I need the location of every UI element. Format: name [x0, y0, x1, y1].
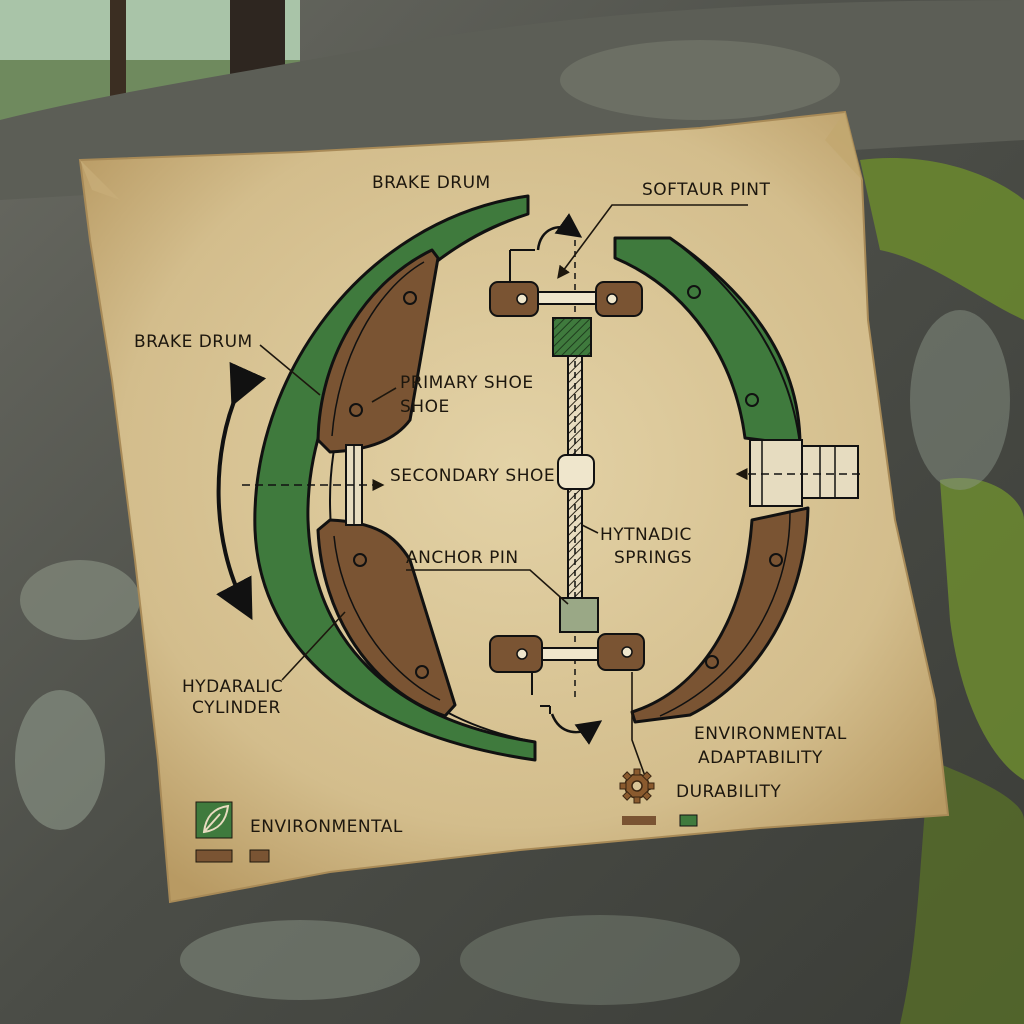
label-hytnadic-line1: HYTNADIC — [600, 525, 692, 545]
gear-icon — [619, 768, 655, 804]
label-durability: DURABILITY — [676, 782, 781, 802]
label-hydraulic-line1: HYDARALIC — [182, 677, 283, 697]
legend-environmental-label: ENVIRONMENTAL — [250, 817, 403, 837]
label-hydraulic-line2: CYLINDER — [192, 698, 281, 718]
label-secondary-shoe: SECONDARY SHOE — [390, 466, 555, 486]
label-softaur-pint: SOFTAUR PINT — [642, 180, 770, 200]
right-lower-shoe — [630, 506, 810, 724]
label-hytnadic-line2: SPRINGS — [614, 548, 692, 568]
paper-sheet — [78, 110, 950, 904]
rotation-arrow-icon — [216, 361, 267, 621]
leader-lines — [259, 204, 748, 791]
label-environmental-adapt-line2: ADAPTABILITY — [698, 748, 823, 768]
label-primary-shoe-line2: SHOE — [400, 397, 450, 417]
legend-environmental: ENVIRONMENTAL — [195, 801, 403, 863]
legend-swatch-brown-small — [249, 849, 270, 863]
label-brake-drum-left: BRAKE DRUM — [134, 332, 253, 352]
label-brake-drum-top: BRAKE DRUM — [372, 173, 491, 193]
bottom-pin-assembly — [489, 633, 645, 745]
label-environmental-adapt-line1: ENVIRONMENTAL — [694, 724, 847, 744]
legend-swatch-brown-right — [622, 816, 656, 825]
label-anchor-pin: ANCHOR PIN — [406, 548, 519, 568]
label-primary-shoe-line1: PRIMARY SHOE — [400, 373, 534, 393]
center-spring — [552, 240, 599, 700]
leaf-icon — [202, 804, 230, 834]
right-adjuster — [749, 439, 859, 507]
legend-swatch-green-right — [679, 814, 698, 827]
top-pin-assembly — [489, 213, 643, 317]
legend-swatch-brown-wide — [195, 849, 233, 863]
